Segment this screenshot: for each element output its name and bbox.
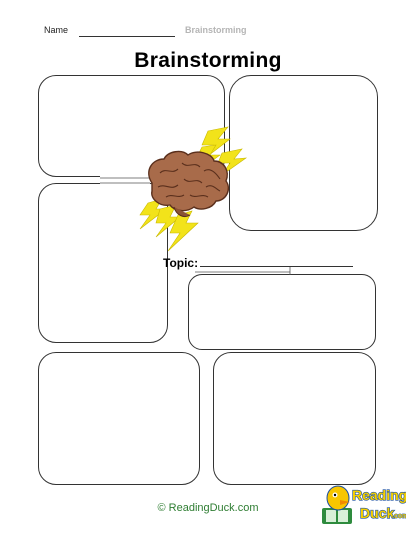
reading-duck-logo: Reading Duck .com — [322, 485, 406, 524]
idea-box-middle-right — [188, 274, 376, 350]
worksheet-tag: Brainstorming — [185, 25, 247, 35]
svg-text:Duck: Duck — [360, 505, 394, 521]
idea-box-bottom-left — [38, 352, 200, 485]
brain-shape — [148, 150, 230, 218]
footer-site: ReadingDuck.com — [168, 502, 259, 514]
name-label: Name — [44, 25, 69, 35]
topic-label: Topic: — [163, 256, 199, 270]
topic-write-line — [200, 266, 353, 267]
page-title: Brainstorming — [134, 49, 282, 72]
copyright-symbol: © — [157, 502, 166, 514]
name-write-line — [79, 36, 175, 37]
svg-text:.com: .com — [392, 513, 406, 520]
svg-text:Reading: Reading — [352, 487, 406, 503]
idea-box-bottom-right — [213, 352, 376, 485]
footer-credit: © ReadingDuck.com — [0, 502, 416, 514]
brain-icon — [139, 126, 248, 252]
